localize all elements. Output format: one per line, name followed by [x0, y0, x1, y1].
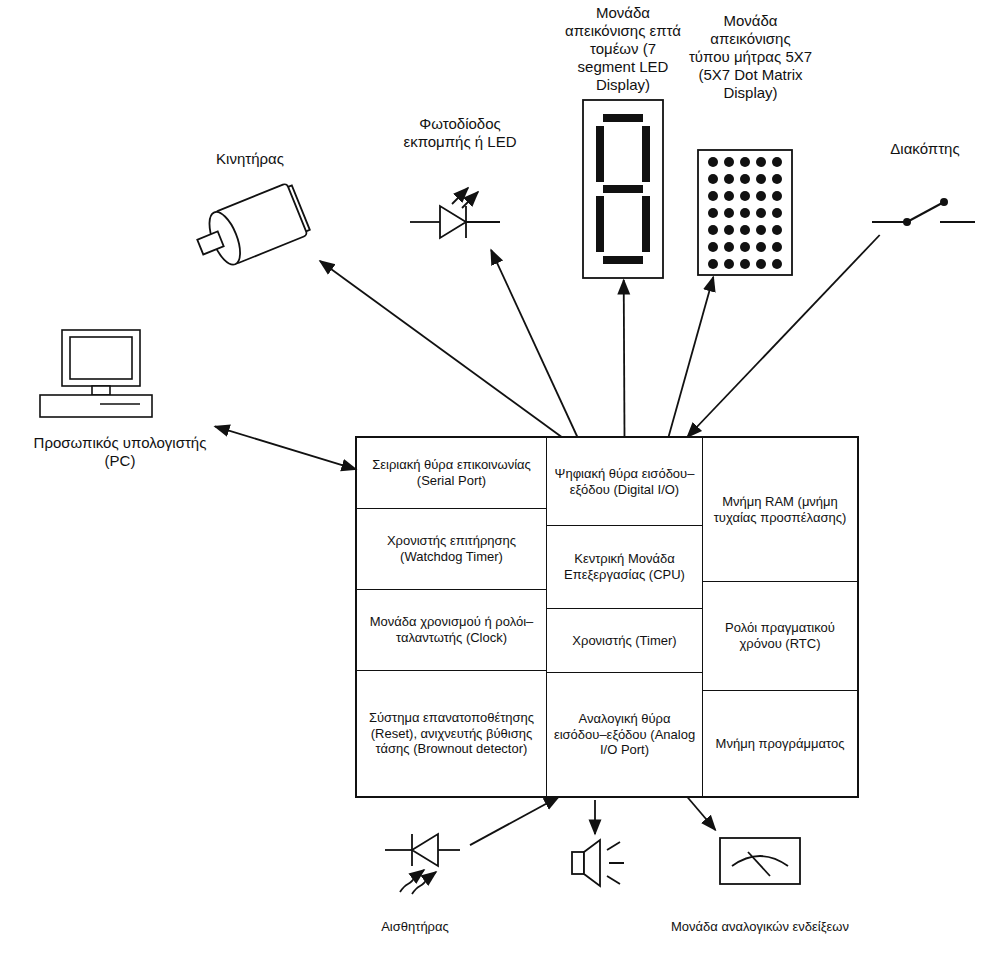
- block-label: Ρολόι πραγματικού χρόνου (RTC): [709, 620, 851, 651]
- signal-arrow: [320, 261, 562, 437]
- block-label: Μονάδα χρονισμού ή ρολόι–ταλαντωτής (Clo…: [363, 614, 540, 645]
- device-label: Διακόπτης: [890, 140, 959, 158]
- block-label: Χρονιστής (Timer): [572, 633, 676, 649]
- signal-arrow: [687, 235, 879, 437]
- device-label: Μονάδα αναλογικών ενδείξεων: [671, 919, 849, 935]
- rtc: Ρολόι πραγματικού χρόνου (RTC): [702, 581, 858, 691]
- analog-meter: Μονάδα αναλογικών ενδείξεων: [655, 830, 865, 935]
- signal-arrow: [491, 250, 577, 437]
- seven-segment-display: Μονάδα απεικόνισης επτά τομέων (7 segmen…: [560, 4, 686, 280]
- switch: Διακόπτης: [865, 140, 985, 235]
- dot-matrix-display: Μονάδα απεικόνισης τύπου μήτρας 5X7 (5X7…: [688, 12, 813, 277]
- program-memory: Μνήμη προγράμματος: [702, 690, 858, 797]
- chip-outline: [356, 437, 858, 797]
- block-label: Χρονιστής επιτήρησης (Watchdog Timer): [363, 533, 540, 564]
- block-label: Ψηφιακή θύρα εισόδου–εξόδου (Digital I/O…: [553, 466, 696, 497]
- reset-brownout: Σύστημα επανατοποθέτησης (Reset), ανιχνε…: [356, 670, 547, 797]
- switch-symbol: [872, 199, 975, 225]
- ram: Μνήμη RAM (μνήμη τυχαίας προσπέλασης): [702, 437, 858, 582]
- signal-arrow: [687, 797, 715, 830]
- analog-io: Αναλογική θύρα εισόδου–εξόδου (Analog I/…: [546, 672, 703, 797]
- signal-arrow: [669, 277, 714, 437]
- motor: Κινητήρας: [180, 150, 320, 270]
- timer: Χρονιστής (Timer): [546, 608, 703, 673]
- pc-icon: [40, 330, 152, 417]
- meter-icon: [720, 838, 800, 884]
- device-label: Μονάδα απεικόνισης τύπου μήτρας 5X7 (5X7…: [688, 12, 813, 102]
- device-label: Προσωπικός υπολογιστής (PC): [25, 434, 215, 470]
- signal-arrow: [215, 426, 356, 469]
- clock: Μονάδα χρονισμού ή ρολόι–ταλαντωτής (Clo…: [356, 589, 547, 671]
- device-label: Κινητήρας: [216, 150, 284, 168]
- motor-icon: [190, 182, 311, 274]
- led: Φωτοδίοδος εκπομπής ή LED: [390, 115, 530, 250]
- block-label: Σύστημα επανατοποθέτησης (Reset), ανιχνε…: [363, 710, 540, 757]
- personal-computer: Προσωπικός υπολογιστής (PC): [25, 325, 215, 470]
- device-label: Φωτοδίοδος εκπομπής ή LED: [390, 115, 530, 151]
- block-label: Μνήμη RAM (μνήμη τυχαίας προσπέλασης): [709, 494, 851, 525]
- sensor: Αισθητήρας: [360, 815, 470, 935]
- digital-io: Ψηφιακή θύρα εισόδου–εξόδου (Digital I/O…: [546, 437, 703, 526]
- signal-arrow: [470, 797, 559, 845]
- seven-segment-icon: [583, 100, 663, 278]
- watchdog-timer: Χρονιστής επιτήρησης (Watchdog Timer): [356, 508, 547, 590]
- sensor-symbol: [385, 834, 460, 894]
- cpu: Κεντρική Μονάδα Επεξεργασίας (CPU): [546, 525, 703, 609]
- device-label: Αισθητήρας: [381, 919, 449, 935]
- speaker-icon: [572, 800, 624, 886]
- block-label: Μνήμη προγράμματος: [716, 736, 845, 752]
- device-label: Μονάδα απεικόνισης επτά τομέων (7 segmen…: [560, 4, 686, 94]
- block-label: Κεντρική Μονάδα Επεξεργασίας (CPU): [553, 551, 696, 582]
- led-symbol: [410, 188, 500, 238]
- dot-matrix-icon: [698, 150, 792, 275]
- block-label: Σειριακή θύρα επικοινωνίας (Serial Port): [363, 457, 540, 488]
- serial-port: Σειριακή θύρα επικοινωνίας (Serial Port): [356, 437, 547, 509]
- signal-arrow: [623, 280, 626, 437]
- block-label: Αναλογική θύρα εισόδου–εξόδου (Analog I/…: [553, 711, 696, 758]
